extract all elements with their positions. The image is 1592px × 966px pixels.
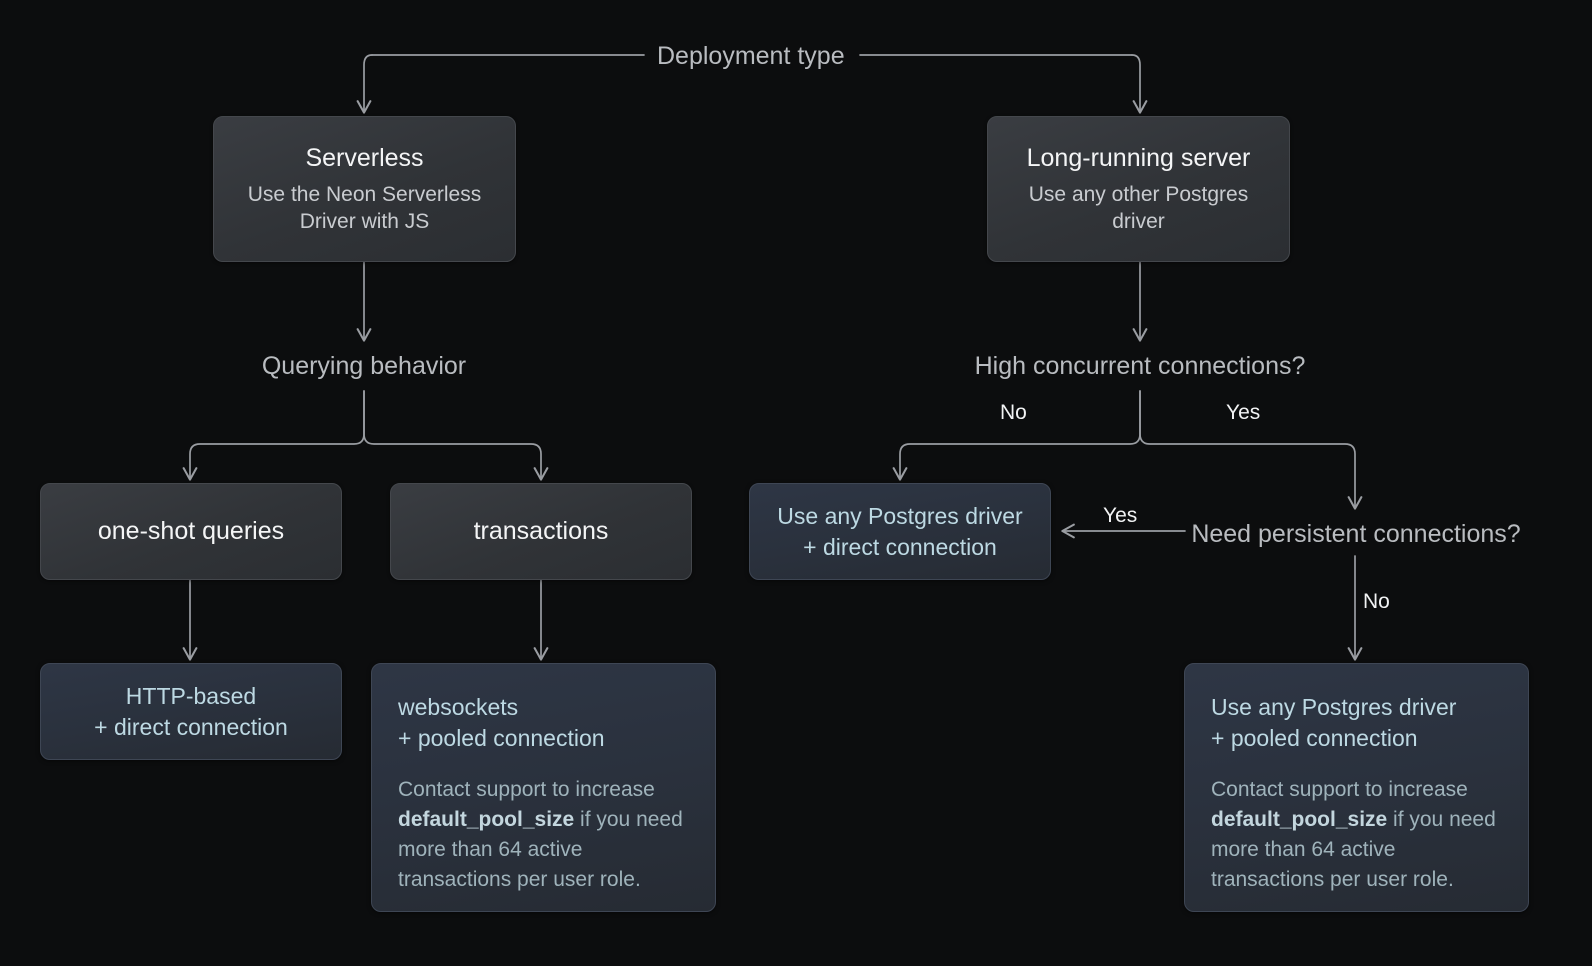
node-driver-pooled-connection[interactable]: Use any Postgres driver + pooled connect… [1184,663,1529,912]
root-label: Deployment type [657,42,845,71]
node-high-concurrent-connections: High concurrent connections? [940,351,1340,381]
node-websockets-note-before: Contact support to increase [398,778,655,802]
edge-label-concurrent-yes: Yes [1226,402,1260,423]
edge-label-concurrent-no-text: No [1000,401,1027,424]
node-querying-behavior: Querying behavior [214,351,514,381]
node-long-running-subtitle: Use any other Postgres driver [1028,182,1249,234]
node-long-running-title: Long-running server [1026,143,1251,172]
node-one-shot-queries[interactable]: one-shot queries [40,483,342,580]
edge-label-concurrent-yes-text: Yes [1226,401,1261,424]
node-http-direct-line2: + direct connection [94,713,288,740]
node-driver-direct-line2: + direct connection [803,533,997,560]
node-websockets-line1: websockets [398,694,519,720]
node-driver-pooled-note-after: if you need more than 64 active transact… [1211,807,1496,891]
node-http-direct-line1: HTTP-based [125,682,257,709]
node-websockets-line2: + pooled connection [398,724,605,751]
edge-label-persistent-yes-text: Yes [1103,504,1138,527]
node-driver-direct-connection[interactable]: Use any Postgres driver + direct connect… [749,483,1051,580]
node-driver-pooled-note-code: default_pool_size [1211,807,1388,831]
node-http-direct-connection[interactable]: HTTP-based + direct connection [40,663,342,760]
node-websockets-note-code: default_pool_size [398,807,575,831]
node-transactions-title: transactions [473,516,609,545]
node-querying-behavior-label: Querying behavior [261,352,467,380]
wire-root-to-serverless [356,54,373,114]
node-driver-pooled-note-before: Contact support to increase [1211,778,1468,802]
node-need-persistent-connections: Need persistent connections? [1160,519,1552,549]
node-websockets-note: Contact support to increase default_pool… [398,775,689,894]
node-driver-pooled-note: Contact support to increase default_pool… [1211,775,1502,894]
node-serverless-subtitle: Use the Neon Serverless Driver with JS [247,182,482,234]
node-driver-pooled-line2: + pooled connection [1211,724,1418,751]
node-need-persistent-label: Need persistent connections? [1191,520,1521,548]
edge-label-persistent-yes: Yes [1103,505,1137,526]
node-transactions[interactable]: transactions [390,483,692,580]
node-driver-direct-line1: Use any Postgres driver [777,502,1023,529]
node-long-running-server[interactable]: Long-running server Use any other Postgr… [987,116,1290,262]
wire-querying-split-left [182,390,365,481]
node-serverless[interactable]: Serverless Use the Neon Serverless Drive… [213,116,516,262]
edge-label-persistent-no: No [1363,591,1390,612]
node-one-shot-title: one-shot queries [97,516,285,545]
edge-label-concurrent-no: No [1000,402,1027,423]
node-serverless-title: Serverless [305,143,424,172]
wire-querying-split-right [363,390,549,481]
edge-label-persistent-no-text: No [1363,590,1390,613]
wire-root-to-long-running [1131,54,1148,114]
node-high-concurrent-label: High concurrent connections? [974,352,1306,380]
node-websockets-note-after: if you need more than 64 active transact… [398,807,683,891]
node-websockets-pooled-connection[interactable]: websockets + pooled connection Contact s… [371,663,716,912]
root-label-text: Deployment type [657,42,845,70]
node-driver-pooled-line1: Use any Postgres driver [1211,694,1457,720]
